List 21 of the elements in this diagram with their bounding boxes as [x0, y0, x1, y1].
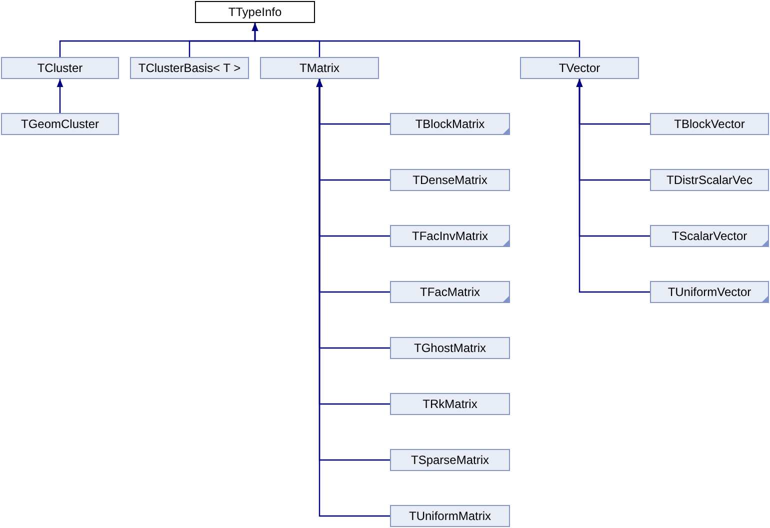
- inheritance-arrow: [56, 79, 64, 113]
- class-box: TUniformMatrix: [390, 505, 510, 527]
- class-box: TGeomCluster: [1, 113, 119, 135]
- inheritance-arrow: [576, 79, 650, 293]
- class-box: TRkMatrix: [390, 393, 510, 415]
- class-box: TVector: [520, 57, 639, 79]
- class-box: TGhostMatrix: [390, 337, 510, 359]
- base-class-box: TTypeInfo: [195, 1, 315, 23]
- class-box: TCluster: [1, 57, 119, 79]
- class-box: TFacInvMatrix: [390, 225, 510, 247]
- class-box: TDistrScalarVec: [650, 169, 769, 191]
- class-box: TClusterBasis< T >: [130, 57, 249, 79]
- class-box: TSparseMatrix: [390, 449, 510, 471]
- class-box: TMatrix: [260, 57, 379, 79]
- class-box: TBlockMatrix: [390, 113, 510, 135]
- class-box: TFacMatrix: [390, 281, 510, 303]
- class-box: TUniformVector: [650, 281, 769, 303]
- class-box: TBlockVector: [650, 113, 769, 135]
- class-box: TScalarVector: [650, 225, 769, 247]
- class-box: TDenseMatrix: [390, 169, 510, 191]
- inheritance-arrow: [252, 23, 580, 57]
